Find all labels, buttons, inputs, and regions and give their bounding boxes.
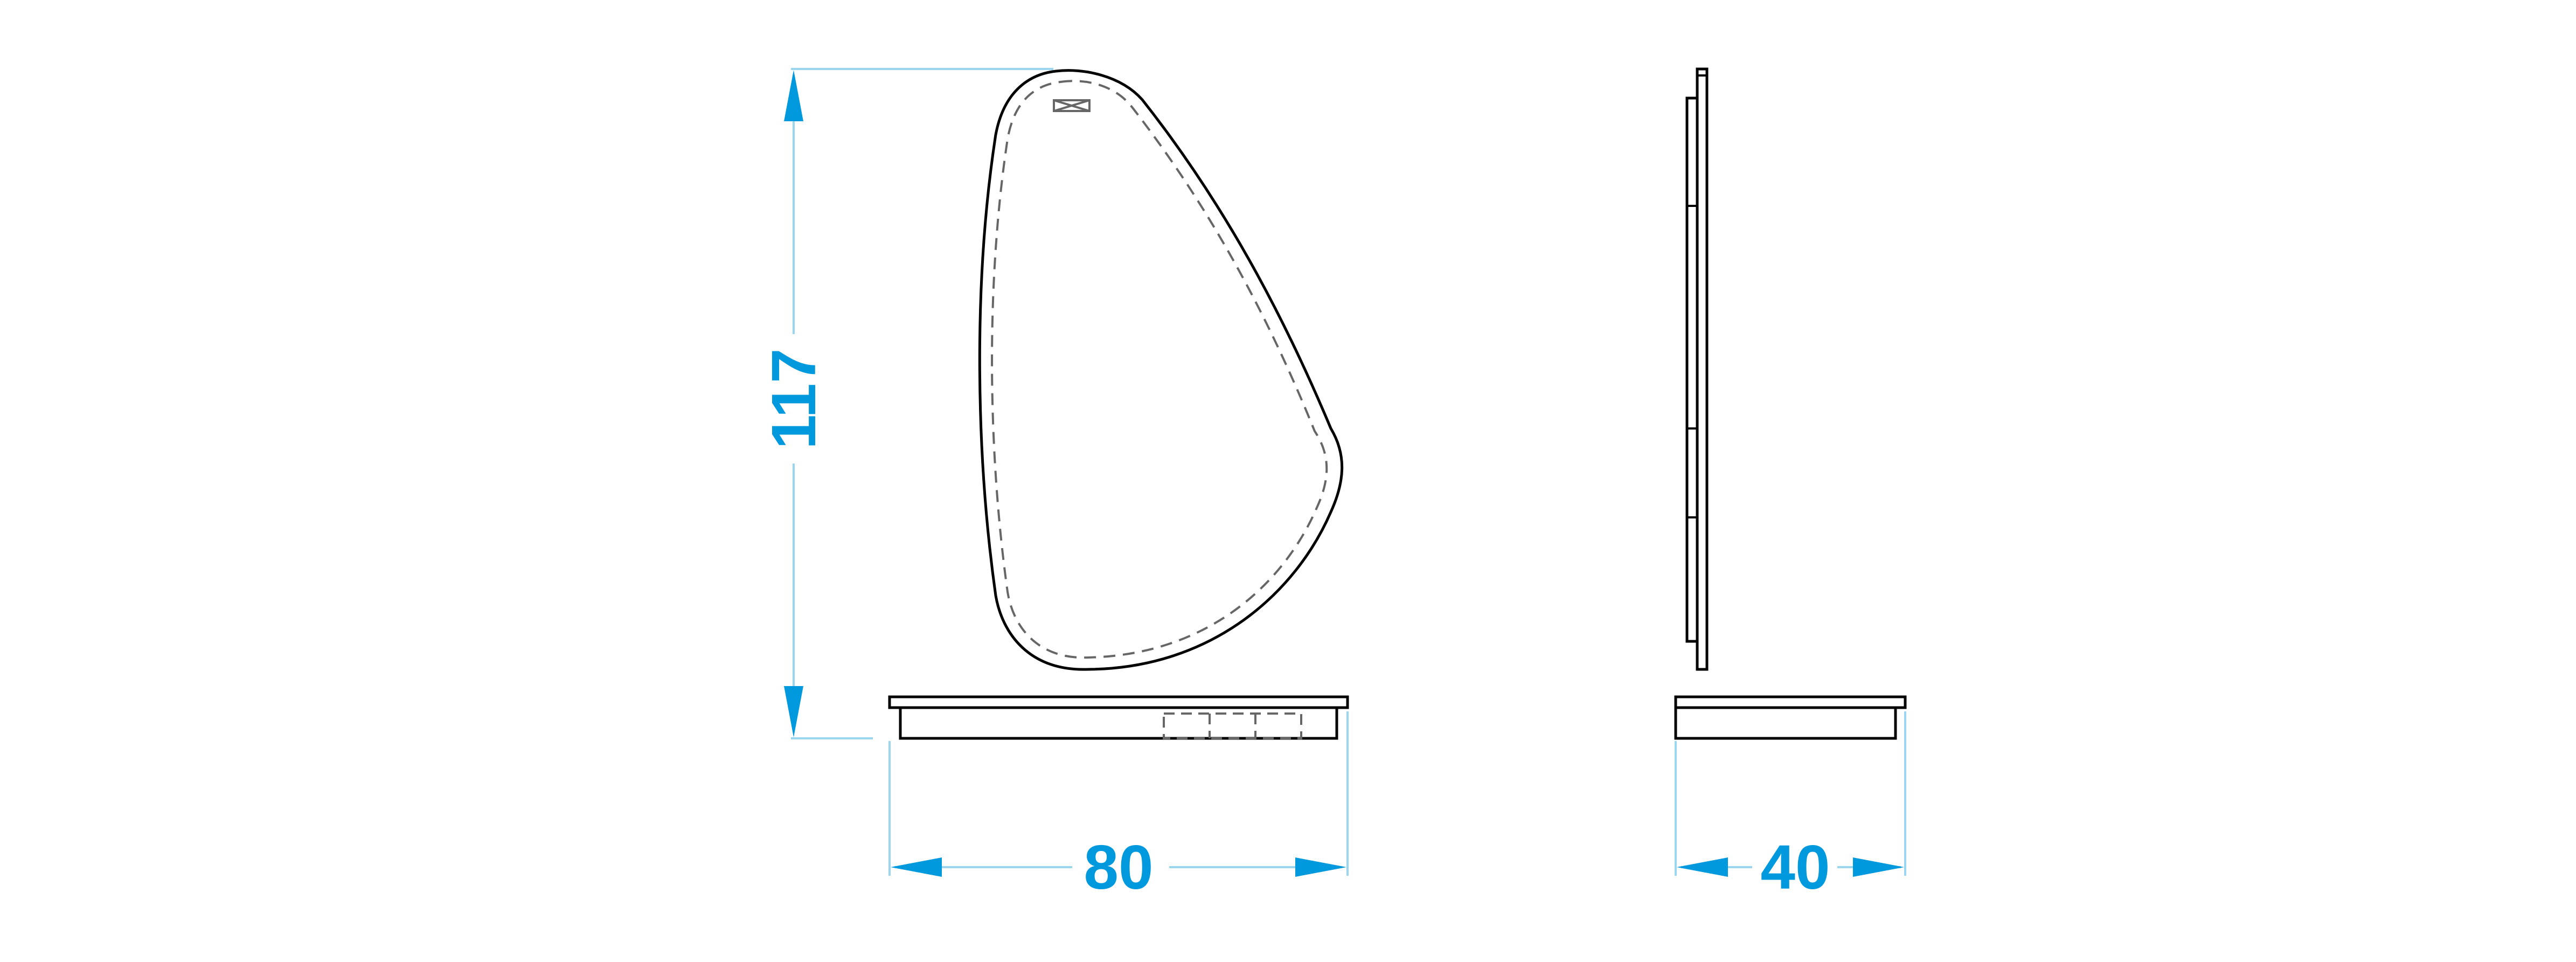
front-view [888, 69, 1349, 740]
side-base-body [1674, 706, 1897, 740]
side-view [1674, 67, 1907, 740]
front-width-dimension-label: 80 [1084, 832, 1153, 902]
base-hidden-compartment [1163, 712, 1302, 739]
label-plate [1053, 99, 1091, 112]
arrowhead-right [1853, 857, 1904, 877]
arrowhead-right [1295, 857, 1346, 877]
side-depth-dimension-label: 40 [1760, 832, 1830, 902]
mirror-inner-hidden-line [991, 80, 1328, 659]
height-dimension-label: 117 [759, 348, 829, 449]
arrowhead-down [784, 686, 803, 737]
arrowhead-left [1677, 857, 1728, 877]
base-body [899, 706, 1338, 740]
arrowhead-left [891, 857, 942, 877]
front-width-dimension: 80 [888, 711, 1349, 902]
mirror-outline [978, 69, 1344, 671]
side-mounting-back [1685, 96, 1699, 643]
arrowhead-up [784, 70, 803, 121]
height-dimension: 117 [759, 68, 1053, 739]
side-depth-dimension: 40 [1675, 711, 1906, 902]
